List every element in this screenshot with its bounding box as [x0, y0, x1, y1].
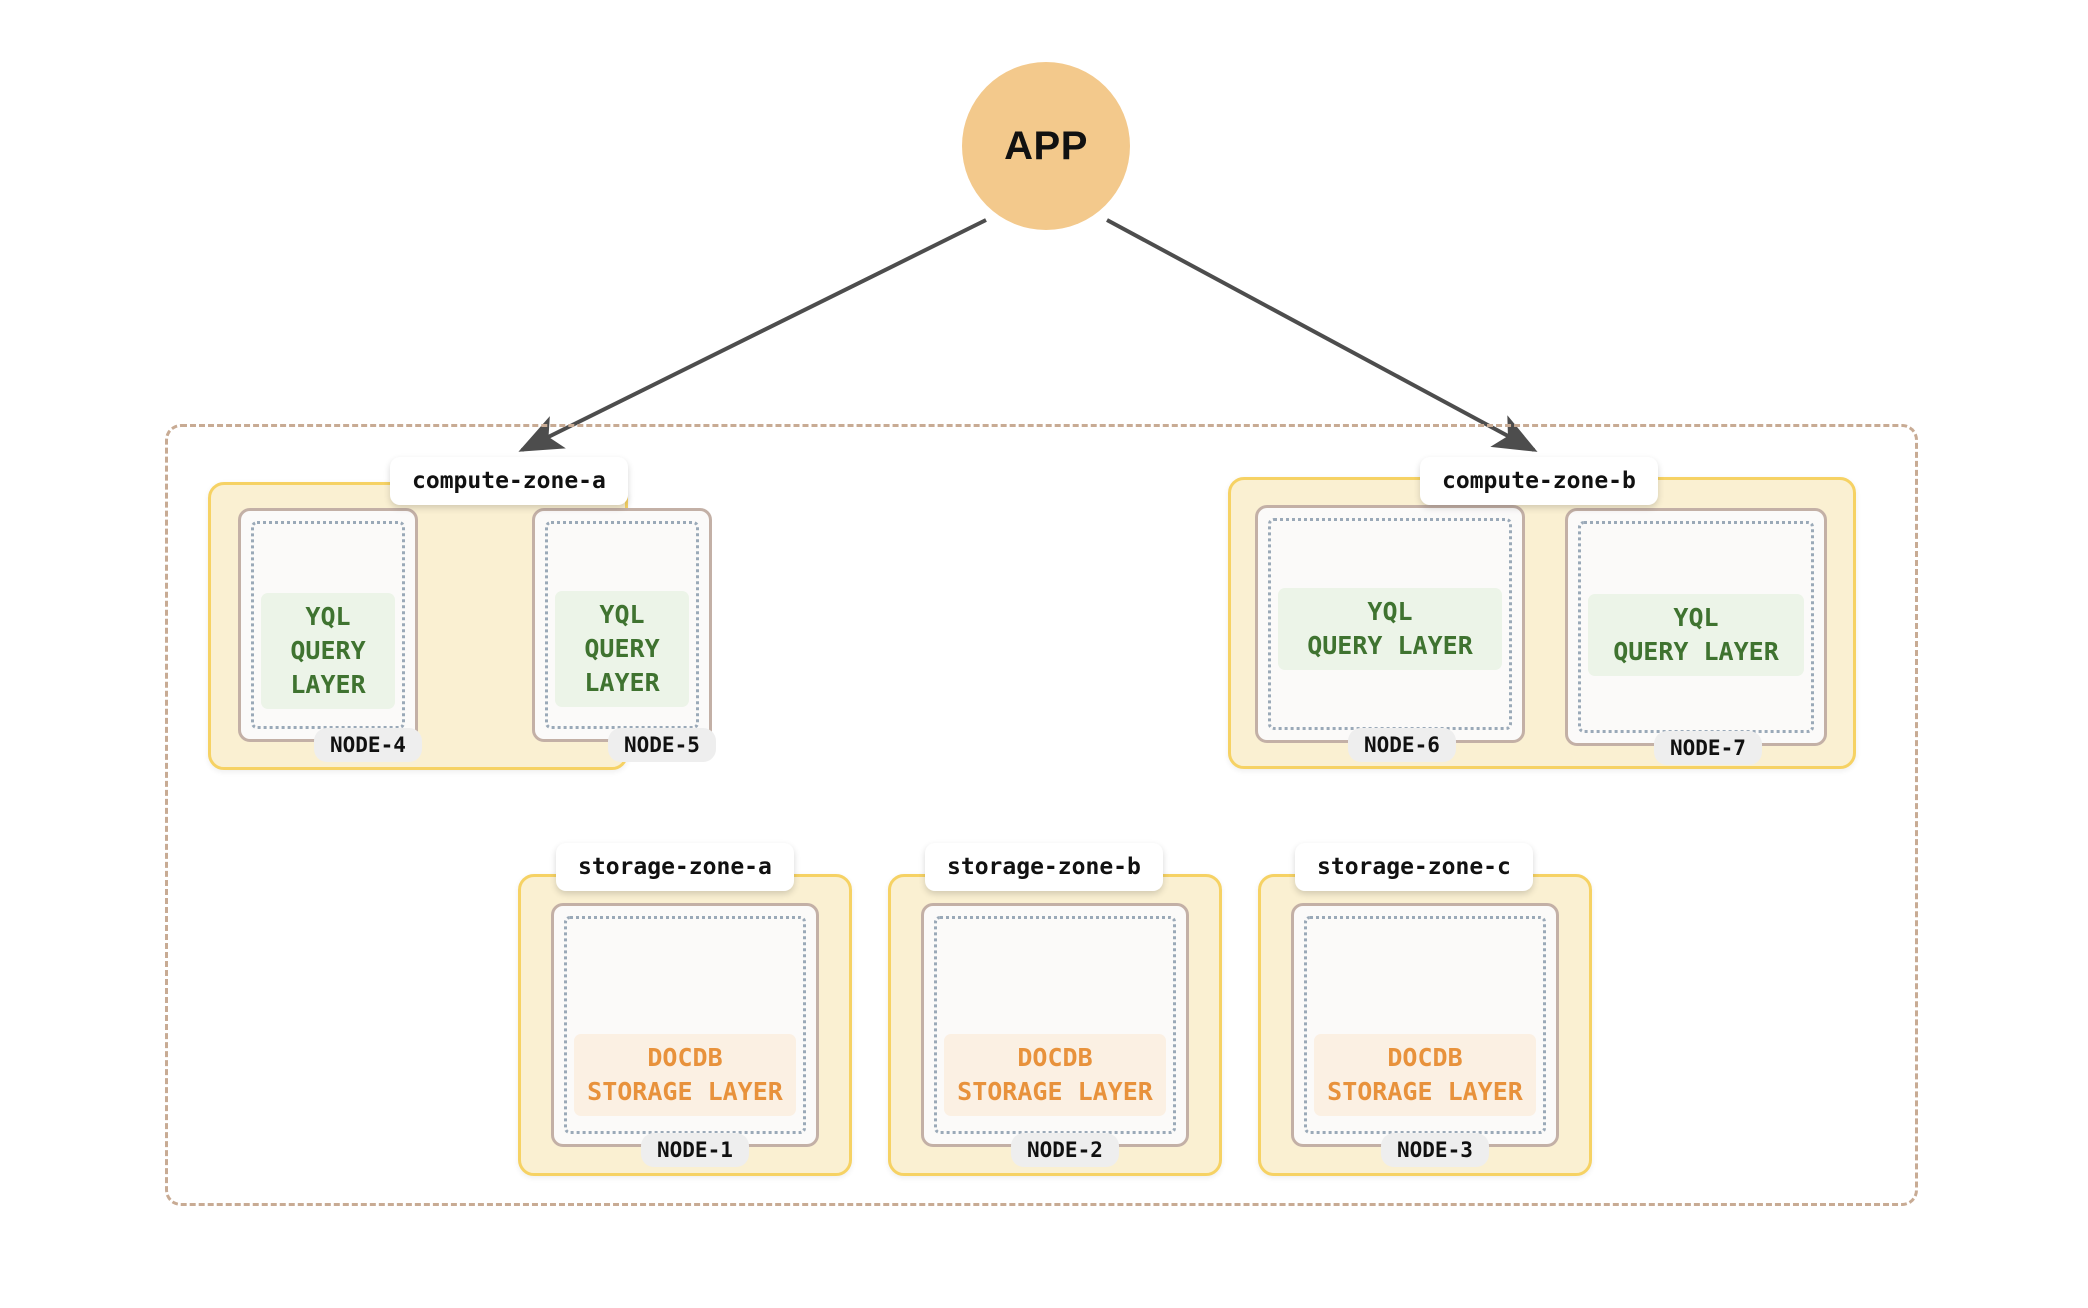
node-NODE-1[interactable]: DOCDB STORAGE LAYER — [551, 903, 819, 1147]
app-node-label: APP — [1004, 123, 1088, 168]
node-NODE-3[interactable]: DOCDB STORAGE LAYER — [1291, 903, 1559, 1147]
layer-tag-yql: YQL QUERY LAYER — [1588, 594, 1804, 676]
layer-tag-line1: DOCDB — [647, 1043, 723, 1072]
node-NODE-4[interactable]: YQL QUERY LAYER — [238, 508, 418, 742]
zone-label-compute-zone-b: compute-zone-b — [1420, 457, 1658, 505]
node-pill-NODE-7: NODE-7 — [1654, 731, 1762, 765]
layer-tag-line2: STORAGE LAYER — [1327, 1077, 1523, 1106]
layer-tag-line2: QUERY LAYER — [290, 636, 366, 699]
layer-tag-docdb: DOCDB STORAGE LAYER — [944, 1034, 1166, 1116]
arrow-app-to-compute-zone-a — [518, 218, 987, 452]
cluster-boundary — [165, 424, 1918, 1206]
layer-tag-yql: YQL QUERY LAYER — [1278, 588, 1502, 670]
node-inner-boundary — [1304, 916, 1546, 1134]
node-inner-boundary — [934, 916, 1176, 1134]
node-pill-NODE-4: NODE-4 — [314, 728, 422, 762]
layer-tag-line2: QUERY LAYER — [584, 634, 660, 697]
layer-tag-line1: DOCDB — [1387, 1043, 1463, 1072]
layer-tag-line1: YQL — [1673, 603, 1719, 632]
node-pill-NODE-1: NODE-1 — [641, 1133, 749, 1167]
node-pill-NODE-6: NODE-6 — [1348, 728, 1456, 762]
node-NODE-7[interactable]: YQL QUERY LAYER — [1565, 508, 1827, 746]
node-inner-boundary — [545, 521, 699, 729]
layer-tag-line1: YQL — [1367, 597, 1413, 626]
layer-tag-line2: QUERY LAYER — [1307, 631, 1473, 660]
zone-label-compute-zone-a: compute-zone-a — [390, 457, 628, 505]
node-inner-boundary — [564, 916, 806, 1134]
layer-tag-line2: QUERY LAYER — [1613, 637, 1779, 666]
zone-label-storage-zone-b: storage-zone-b — [925, 843, 1163, 891]
layer-tag-line1: DOCDB — [1017, 1043, 1093, 1072]
layer-tag-line2: STORAGE LAYER — [957, 1077, 1153, 1106]
layer-tag-yql: YQL QUERY LAYER — [555, 591, 689, 707]
node-pill-NODE-3: NODE-3 — [1381, 1133, 1489, 1167]
node-NODE-2[interactable]: DOCDB STORAGE LAYER — [921, 903, 1189, 1147]
layer-tag-line2: STORAGE LAYER — [587, 1077, 783, 1106]
layer-tag-yql: YQL QUERY LAYER — [261, 593, 395, 709]
zone-label-storage-zone-a: storage-zone-a — [556, 843, 794, 891]
node-pill-NODE-5: NODE-5 — [608, 728, 716, 762]
arrow-app-to-compute-zone-b — [1106, 218, 1538, 452]
node-NODE-5[interactable]: YQL QUERY LAYER — [532, 508, 712, 742]
layer-tag-line1: YQL — [599, 600, 645, 629]
layer-tag-line1: YQL — [305, 602, 351, 631]
layer-tag-docdb: DOCDB STORAGE LAYER — [1314, 1034, 1536, 1116]
zone-label-storage-zone-c: storage-zone-c — [1295, 843, 1533, 891]
app-node[interactable]: APP — [962, 62, 1130, 230]
node-pill-NODE-2: NODE-2 — [1011, 1133, 1119, 1167]
node-inner-boundary — [251, 521, 405, 729]
node-NODE-6[interactable]: YQL QUERY LAYER — [1255, 505, 1525, 743]
layer-tag-docdb: DOCDB STORAGE LAYER — [574, 1034, 796, 1116]
